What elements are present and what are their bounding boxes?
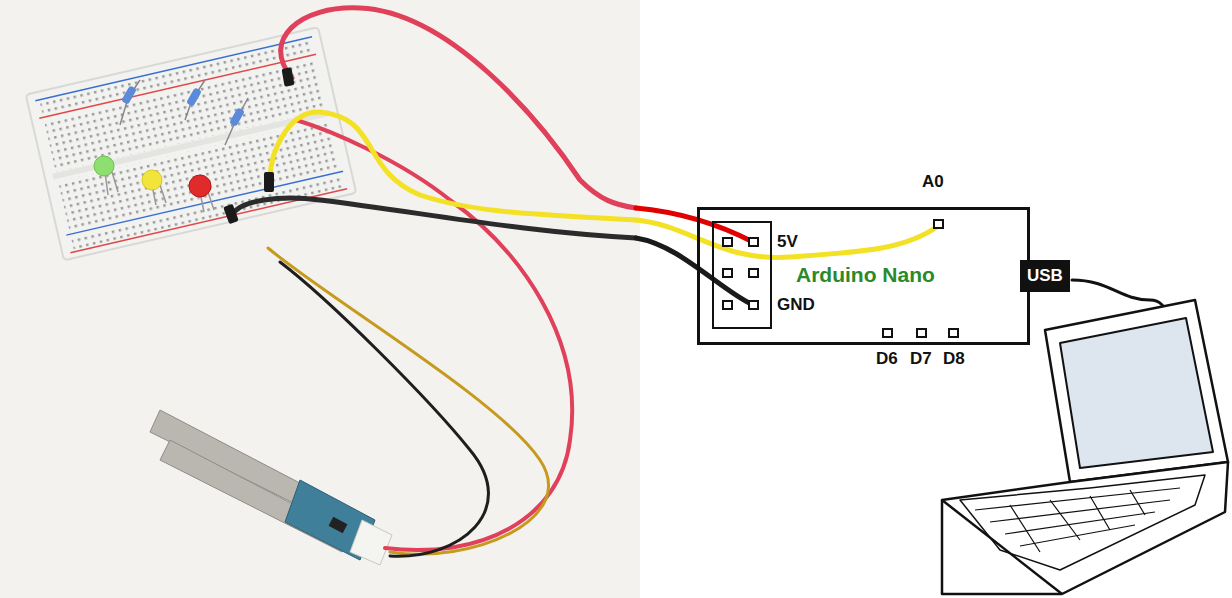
- pin-name: A0: [920, 172, 946, 192]
- wire-connector: [223, 67, 294, 224]
- pin-name: 5V: [775, 232, 800, 252]
- pin-name: GND: [775, 295, 817, 315]
- jumper-wire: [232, 8, 636, 556]
- board-box: Arduino Nano: [697, 207, 1030, 345]
- node-label: Arduino Nano: [794, 263, 937, 287]
- led-symbol: [94, 156, 214, 212]
- pin-name: D7: [908, 349, 934, 369]
- pin-name: D8: [941, 349, 967, 369]
- pin-header: [713, 220, 958, 337]
- photo-background: [0, 0, 640, 598]
- usb-port-box: USB: [1020, 260, 1070, 292]
- soil-sensor: [150, 410, 392, 565]
- node-label: USB: [1027, 266, 1063, 286]
- pin-name: D6: [874, 349, 900, 369]
- resistor-symbol: [121, 85, 245, 127]
- resistor-symbol: [120, 80, 248, 145]
- breadboard: [26, 27, 357, 260]
